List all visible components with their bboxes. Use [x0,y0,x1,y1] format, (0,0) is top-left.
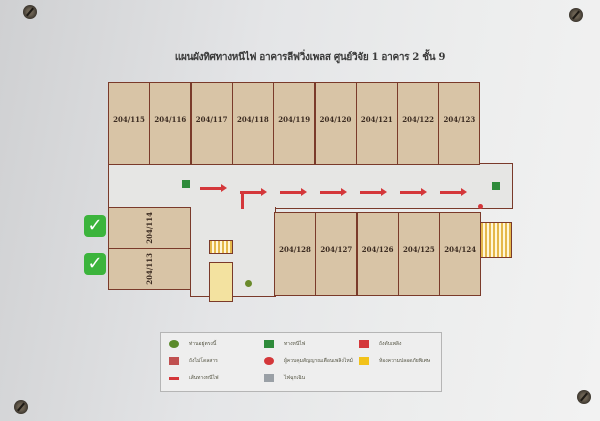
escape-route-arrow [240,188,267,196]
room: 204/115 [108,82,150,165]
fire-exit-icon [492,182,500,190]
room-number: 204/123 [443,115,476,124]
escape-route-arrow [440,188,467,196]
legend-item: ถังดับเพลิง [359,340,401,348]
room-number: 204/124 [444,245,477,254]
room-number: 204/127 [320,245,353,254]
fire-alarm-icon [264,357,274,365]
room-number: 204/121 [360,115,393,124]
you-are-here-icon [245,280,252,287]
room: 204/121 [355,82,398,165]
legend-label: เส้นทางหนีไฟ [189,375,219,381]
escape-route-arrow [400,188,427,196]
checkmark-icon: ✓ [84,215,106,237]
room: 204/128 [274,212,316,296]
room-number: 204/120 [319,115,352,124]
legend-item: ไฟฉุกเฉิน [264,374,305,382]
safe-room-icon [359,357,369,365]
room-number: 204/125 [403,245,435,254]
room: 204/122 [397,82,440,165]
legend-label: ทางหนีไฟ [284,341,306,347]
lobby [190,207,276,297]
screw-icon [569,8,583,22]
legend-label: ห้องความปลอดภัยพิเศษ [379,358,431,364]
restrooms [209,262,233,302]
escape-route-segment [241,191,244,209]
fire-hose-icon [169,357,179,365]
room-number: 204/117 [195,115,228,124]
room: 204/127 [315,212,358,296]
room-number: 204/128 [279,245,311,254]
room: 204/119 [273,82,316,165]
room: 204/125 [397,212,440,296]
room-number: 204/116 [154,115,187,124]
legend-label: ท่านอยู่ตรงนี้ [189,341,217,347]
legend: ท่านอยู่ตรงนี้ ทางหนีไฟ ถังดับเพลิงถังไม่โ… [160,332,442,392]
stairs [209,240,233,254]
legend-label: ถังไม่โดลสาร [189,358,218,364]
room-number: 204/119 [278,115,311,124]
checkmark-icon: ✓ [84,253,106,275]
stairs [480,222,512,258]
room: 204/120 [314,82,357,165]
legend-item: เส้นทางหนีไฟ [169,374,219,382]
fire-alarm-icon [478,204,483,209]
legend-label: ผู้ควบคุมสัญญาณเตือนเพลิงไหม้ [284,358,353,364]
room: 204/114 [108,207,191,249]
room: 204/126 [356,212,399,296]
legend-item: ผู้ควบคุมสัญญาณเตือนเพลิงไหม้ [264,357,353,365]
room-number: 204/126 [361,245,394,254]
room-number: 204/118 [237,115,269,124]
legend-label: ไฟฉุกเฉิน [284,375,306,381]
legend-item: ทางหนีไฟ [264,340,305,348]
escape-route-arrow [200,184,227,192]
screw-icon [577,390,591,404]
room-number: 204/114 [145,212,154,244]
emergency-light-icon [264,374,274,382]
room: 204/118 [231,82,274,165]
room: 204/116 [149,82,192,165]
room: 204/113 [108,248,191,290]
fire-extinguisher-icon [359,340,369,348]
room: 204/124 [439,212,482,296]
room: 204/117 [190,82,233,165]
escape-route-arrow [280,188,307,196]
you-are-here-icon [169,340,179,348]
screw-icon [23,5,37,19]
escape-route-icon [169,376,179,380]
escape-route-arrow [320,188,347,196]
legend-label: ถังดับเพลิง [379,341,402,347]
screw-icon [14,400,28,414]
room-number: 204/113 [145,253,154,285]
legend-item: ห้องความปลอดภัยพิเศษ [359,357,430,365]
escape-route-arrow [360,188,387,196]
corridor [108,163,513,209]
room-number: 204/122 [402,115,434,124]
legend-item: ถังไม่โดลสาร [169,357,218,365]
legend-item: ท่านอยู่ตรงนี้ [169,340,216,348]
room-number: 204/115 [113,115,145,124]
fire-exit-icon [182,180,190,188]
plan-title: แผนผังทิศทางหนีไฟ อาคารลีฟวิ่งเพลส ศูนย์… [174,52,446,63]
room: 204/123 [438,82,481,165]
fire-exit-icon [264,340,274,348]
